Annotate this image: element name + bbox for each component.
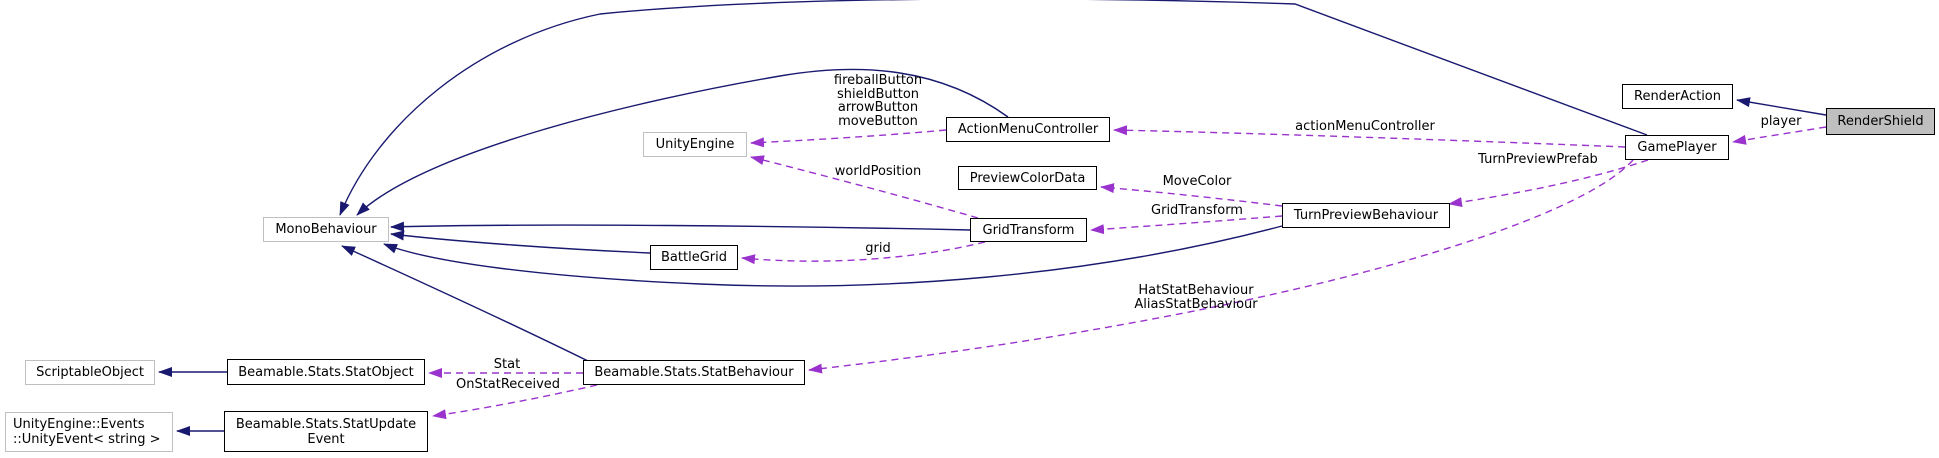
node-actionmenucontroller-label: ActionMenuController [957,122,1099,137]
node-gridtransform[interactable]: GridTransform [970,218,1087,242]
edge-gridtransform-unityengine [750,155,979,219]
edge-turnpreviewbehaviour-previewcolordata [1100,183,1283,207]
edge-label-stat-line: Stat [493,357,521,372]
node-scriptableobject: ScriptableObject [25,360,155,385]
node-statobject[interactable]: Beamable.Stats.StatObject [227,359,425,385]
edge-actionmenucontroller-monobehaviour [356,68,1009,216]
edge-label-gridtransform: GridTransform [1151,204,1243,218]
edge-gameplayer-actionmenucontroller [1113,125,1626,148]
edge-label-grid-line: grid [865,241,891,256]
node-turnpreviewbehaviour[interactable]: TurnPreviewBehaviour [1282,203,1450,228]
node-gridtransform-label: GridTransform [982,222,1075,238]
node-statobject-label: Beamable.Stats.StatObject [238,364,414,380]
edge-label-hat-alias-line: AliasStatBehaviour [1134,296,1258,312]
edge-label-player: player [1761,115,1802,129]
node-statbehaviour-label: Beamable.Stats.StatBehaviour [594,365,794,380]
node-unityevent: UnityEngine::Events::UnityEvent< string … [5,412,173,452]
node-rendershield: RenderShield [1826,108,1935,135]
node-unityengine: UnityEngine [643,132,747,157]
edge-turnpreviewbehaviour-gridtransform [1090,215,1283,235]
node-renderaction[interactable]: RenderAction [1622,84,1733,109]
edge-label-turnpreviewprefab-line: TurnPreviewPrefab [1478,152,1598,167]
node-unityevent-label-line2: ::UnityEvent< string > [13,432,161,447]
node-previewcolordata-label: PreviewColorData [969,170,1086,186]
edge-label-buttons-line: shieldButton [836,86,920,102]
edge-gridtransform-battlegrid [741,241,986,265]
edge-label-actionmenucontroller-line: actionMenuController [1295,119,1435,134]
edge-label-grid: grid [865,242,890,256]
node-rendershield-label: RenderShield [1837,114,1924,129]
node-unityengine-label: UnityEngine [655,137,735,152]
edge-label-buttons-line: fireballButton [833,73,923,88]
edge-label-actionmenucontroller: actionMenuController [1295,120,1435,134]
edge-label-onstatreceived: OnStatReceived [456,378,560,392]
edge-label-player-line: player [1760,114,1802,129]
edge-gameplayer-turnpreviewbehaviour [1448,159,1649,207]
edge-label-buttons-line: moveButton [838,113,918,129]
edge-rendershield-gameplayer [1732,126,1827,145]
node-statbehaviour[interactable]: Beamable.Stats.StatBehaviour [583,360,805,385]
edge-turnpreviewbehaviour-monobehaviour [383,225,1283,287]
edge-battlegrid-monobehaviour [390,230,651,254]
edge-label-turnpreviewprefab: TurnPreviewPrefab [1478,153,1598,167]
node-battlegrid[interactable]: BattleGrid [650,245,738,270]
edge-statbehaviour-statupdateevent [432,384,598,420]
node-battlegrid-label: BattleGrid [661,250,727,265]
edge-label-stat: Stat [494,358,520,372]
node-turnpreviewbehaviour-label: TurnPreviewBehaviour [1293,208,1439,223]
edge-actionmenucontroller-unityengine [750,129,947,148]
edge-statbehaviour-monobehaviour [341,245,589,362]
node-actionmenucontroller[interactable]: ActionMenuController [946,117,1110,142]
edge-label-hat-alias-line: HatStatBehaviour [1138,283,1254,298]
node-gameplayer-label: GamePlayer [1637,140,1717,155]
edge-label-gridtransform-line: GridTransform [1151,203,1243,218]
node-monobehaviour: MonoBehaviour [263,217,389,242]
node-scriptableobject-label: ScriptableObject [36,365,144,380]
node-statupdateevent-label-line2: Event [307,431,345,447]
edge-gameplayer-statbehaviour [808,159,1634,374]
edge-gameplayer-monobehaviour [339,0,1648,216]
edge-label-movecolor: MoveColor [1163,175,1232,189]
node-unityevent-label-line1: UnityEngine::Events [13,417,145,432]
node-previewcolordata[interactable]: PreviewColorData [958,166,1097,190]
node-gameplayer[interactable]: GamePlayer [1625,135,1729,160]
edge-label-buttons-line: arrowButton [837,100,919,115]
edge-rendershield-renderaction [1736,97,1827,116]
node-statupdateevent-label-line1: Beamable.Stats.StatUpdate [235,416,417,432]
edge-label-onstatreceived-line: OnStatReceived [455,377,561,392]
edge-gridtransform-monobehaviour [390,221,971,232]
edge-label-worldposition: worldPosition [835,165,921,179]
node-renderaction-label: RenderAction [1634,89,1721,104]
edge-label-worldposition-line: worldPosition [834,164,922,179]
node-monobehaviour-label: MonoBehaviour [275,222,377,237]
edge-label-movecolor-line: MoveColor [1162,174,1232,189]
